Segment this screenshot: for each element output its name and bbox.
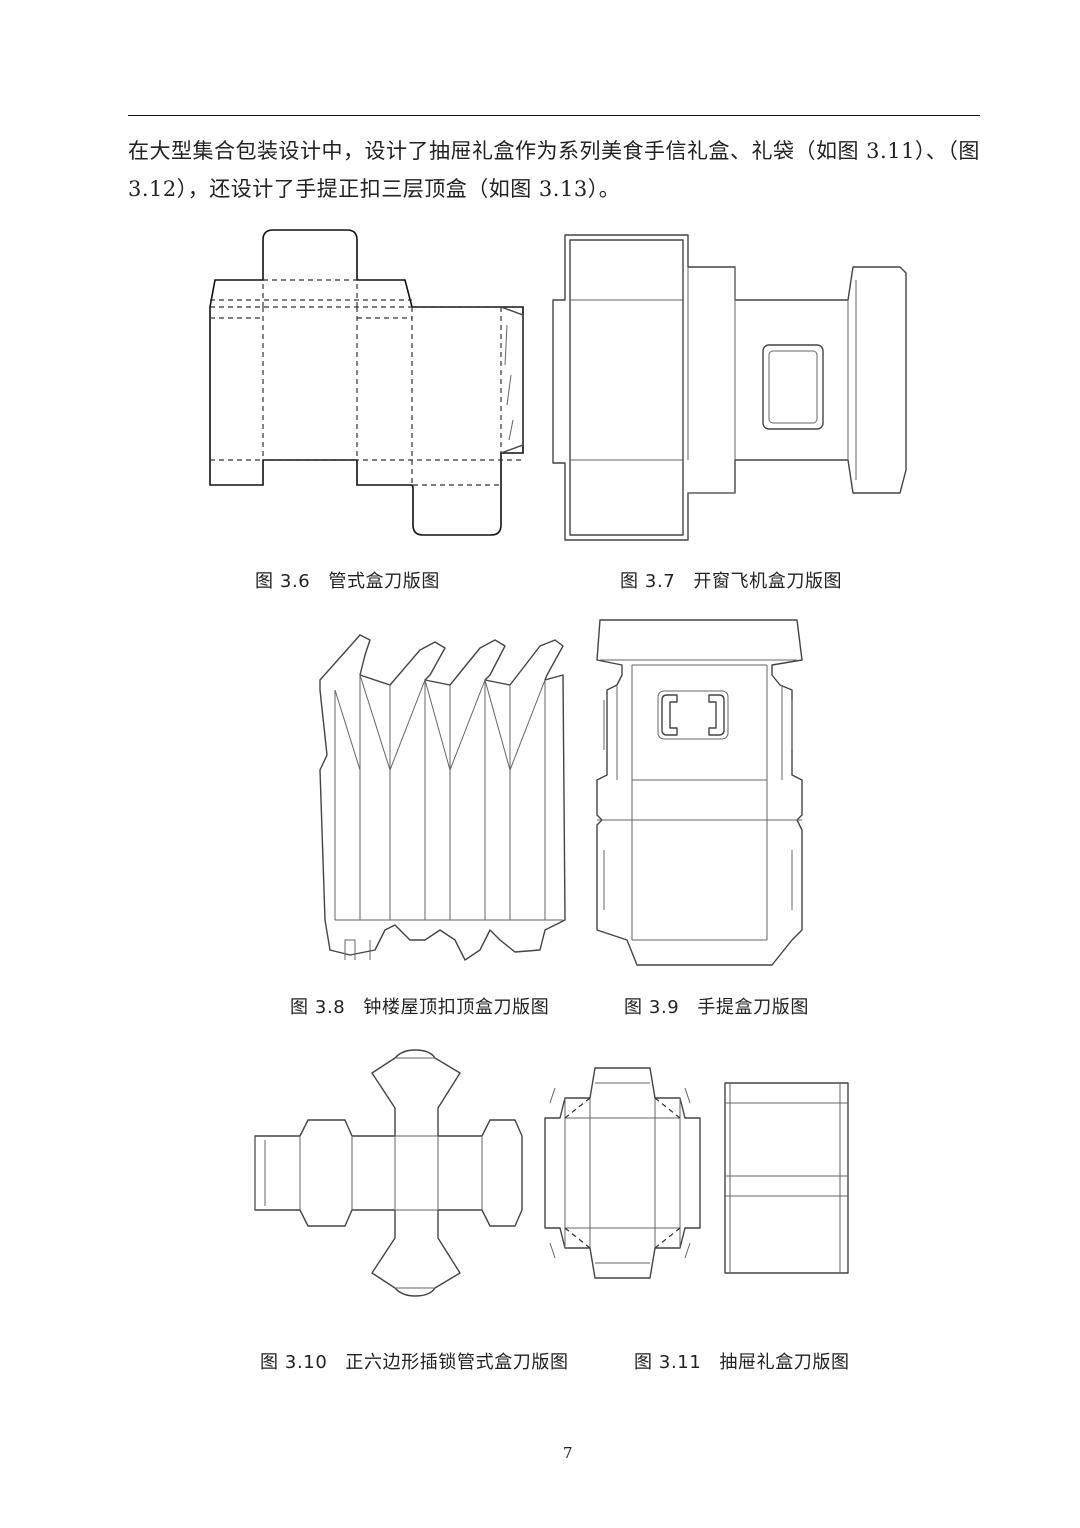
caption-3-11: 图 3.11 抽屉礼盒刀版图 — [634, 1348, 850, 1374]
caption-3-8: 图 3.8 钟楼屋顶扣顶盒刀版图 — [290, 993, 549, 1019]
body-line-1: 在大型集合包装设计中，设计了抽屉礼盒作为系列美食手信礼盒、礼袋（如图 3.11）… — [128, 139, 980, 163]
caption-3-6: 图 3.6 管式盒刀版图 — [255, 567, 440, 593]
figure-3-8-bell-tower-roof-box-dieline — [315, 630, 575, 970]
caption-title: 手提盒刀版图 — [697, 997, 809, 1018]
caption-title: 钟楼屋顶扣顶盒刀版图 — [363, 997, 550, 1018]
figure-3-10-hexagon-lock-tube-box-dieline — [250, 1048, 530, 1298]
caption-3-7: 图 3.7 开窗飞机盒刀版图 — [620, 567, 842, 593]
page-number: 7 — [563, 1444, 573, 1462]
caption-num: 图 3.9 — [624, 997, 680, 1018]
caption-num: 图 3.6 — [255, 571, 311, 592]
figure-3-11-drawer-gift-box-dieline — [540, 1067, 860, 1288]
caption-title: 管式盒刀版图 — [328, 571, 440, 592]
caption-title: 正六边形插锁管式盒刀版图 — [345, 1352, 569, 1373]
caption-title: 抽屉礼盒刀版图 — [719, 1352, 850, 1373]
body-paragraph: 在大型集合包装设计中，设计了抽屉礼盒作为系列美食手信礼盒、礼袋（如图 3.11）… — [128, 132, 980, 208]
body-line-2: 3.12），还设计了手提正扣三层顶盒（如图 3.13）。 — [128, 177, 621, 201]
caption-3-10: 图 3.10 正六边形插锁管式盒刀版图 — [260, 1348, 569, 1374]
caption-3-9: 图 3.9 手提盒刀版图 — [624, 993, 809, 1019]
caption-num: 图 3.8 — [290, 997, 346, 1018]
caption-num: 图 3.11 — [634, 1352, 702, 1373]
header-rule — [128, 115, 980, 116]
caption-num: 图 3.7 — [620, 571, 676, 592]
figure-3-6-tube-box-dieline — [205, 225, 535, 545]
figure-3-7-window-airplane-box-dieline — [548, 234, 910, 545]
figure-3-9-handle-box-dieline — [592, 619, 804, 970]
caption-title: 开窗飞机盒刀版图 — [693, 571, 843, 592]
caption-num: 图 3.10 — [260, 1352, 328, 1373]
